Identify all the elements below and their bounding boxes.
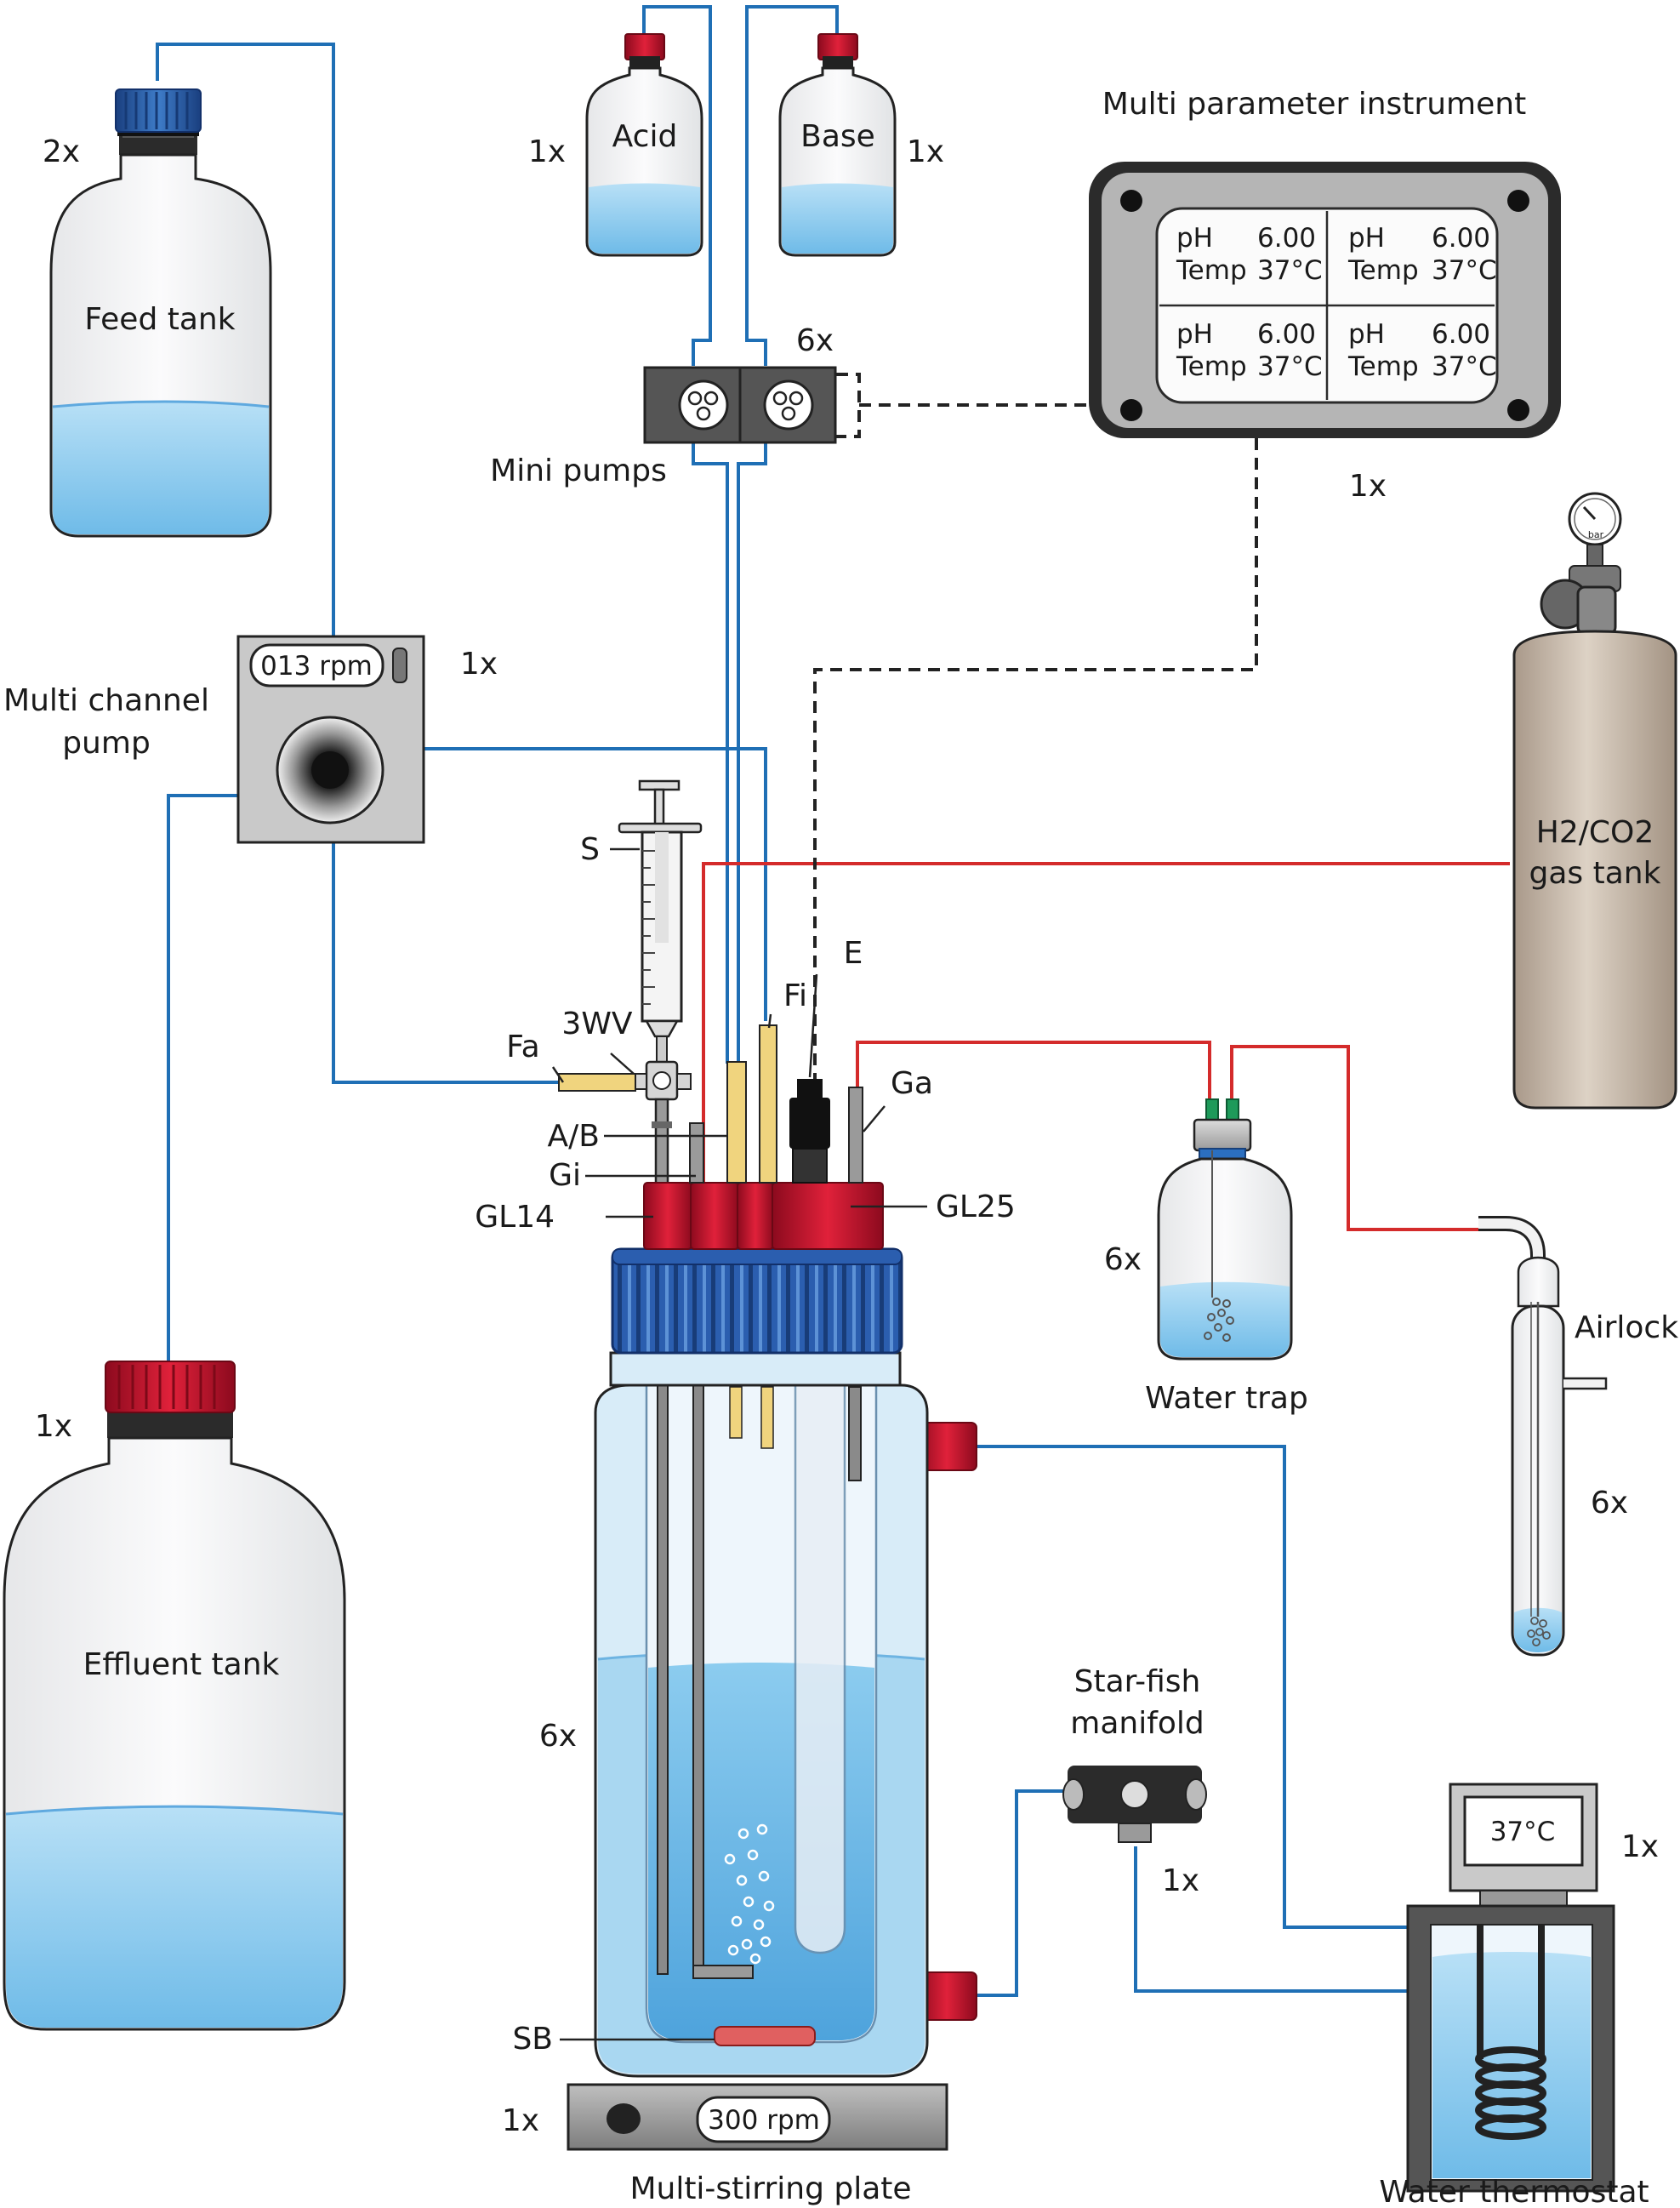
gas-tubing	[702, 862, 1510, 1231]
acid-base-label: A/B	[548, 1119, 600, 1154]
reactor-count: 6x	[539, 1719, 577, 1754]
gas-tank-label-line2: gas tank	[1529, 856, 1661, 891]
base-bottle	[778, 33, 897, 257]
stirring-display: 300 rpm	[708, 2105, 820, 2136]
water-trap	[1157, 1098, 1293, 1361]
gl14-label: GL14	[475, 1200, 555, 1235]
liquid-tubing	[156, 5, 1408, 1997]
multi-stirring-plate	[567, 2083, 948, 2151]
acid-bottle	[585, 33, 703, 257]
reactor	[594, 1024, 977, 2078]
callout-lines	[551, 847, 927, 2041]
temp-value: 37°C	[1257, 351, 1323, 382]
gl25-label: GL25	[936, 1190, 1016, 1224]
base-label: Base	[800, 119, 875, 154]
water-thermostat	[1406, 1783, 1615, 2193]
acid-count: 1x	[528, 134, 566, 169]
instrument-count: 1x	[1349, 469, 1387, 504]
pump-display: 013 rpm	[260, 651, 373, 682]
ph-value: 6.00	[1432, 319, 1490, 350]
stirring-plate-label: Multi-stirring plate	[629, 2171, 911, 2206]
multi-parameter-instrument	[1089, 162, 1561, 438]
effluent-tank-count: 1x	[35, 1409, 72, 1444]
feed-tank	[49, 88, 272, 538]
airlock	[1478, 1216, 1608, 1657]
ph-label: pH	[1348, 319, 1385, 350]
feed-in-label: Fi	[783, 978, 807, 1013]
signal-lines	[813, 373, 1258, 1081]
ph-label: pH	[1176, 319, 1213, 350]
effluent-tank-label: Effluent tank	[83, 1647, 280, 1682]
instrument-cell-2: pH 6.00 Temp 37°C	[1347, 223, 1497, 286]
three-way-valve	[632, 1060, 692, 1193]
pump-count: 1x	[460, 647, 498, 682]
starfish-label-line2: manifold	[1070, 1706, 1204, 1741]
temp-value: 37°C	[1432, 255, 1497, 286]
thermostat-display: 37°C	[1490, 1817, 1556, 1847]
feed-in-tube	[558, 1073, 636, 1092]
electrode-label: E	[844, 936, 863, 971]
mini-pumps-label: Mini pumps	[490, 454, 667, 488]
gauge-label: bar	[1588, 529, 1604, 540]
feed-tank-label: Feed tank	[84, 302, 235, 337]
temp-label: Temp	[1347, 255, 1419, 286]
mini-pumps-count: 6x	[796, 323, 834, 358]
multi-channel-pump	[236, 635, 425, 844]
ph-label: pH	[1176, 223, 1213, 254]
temp-value: 37°C	[1432, 351, 1497, 382]
starfish-manifold	[1062, 1766, 1207, 1843]
ph-label: pH	[1348, 223, 1385, 254]
temp-label: Temp	[1176, 351, 1247, 382]
ph-value: 6.00	[1432, 223, 1490, 254]
ph-value: 6.00	[1257, 319, 1316, 350]
feed-out-label: Fa	[506, 1030, 539, 1064]
base-count: 1x	[907, 134, 944, 169]
three-way-valve-label: 3WV	[561, 1007, 633, 1041]
gas-in-label: Gi	[549, 1158, 581, 1193]
water-trap-label: Water trap	[1145, 1381, 1308, 1416]
ph-value: 6.00	[1257, 223, 1316, 254]
instrument-cell-1: pH 6.00 Temp 37°C	[1176, 223, 1323, 286]
water-trap-count: 6x	[1104, 1242, 1142, 1277]
acid-label: Acid	[612, 119, 678, 154]
feed-tank-count: 2x	[43, 134, 80, 169]
airlock-count: 6x	[1591, 1486, 1628, 1520]
temp-value: 37°C	[1257, 255, 1323, 286]
thermostat-label: Water thermostat	[1379, 2175, 1649, 2208]
gas-tank-label-line1: H2/CO2	[1536, 815, 1654, 850]
temp-label: Temp	[1347, 351, 1419, 382]
pump-label-line1: Multi channel	[3, 683, 209, 718]
stir-bar-label: SB	[512, 2022, 553, 2057]
starfish-count: 1x	[1162, 1863, 1199, 1898]
instrument-title: Multi parameter instrument	[1102, 87, 1526, 122]
syringe-label: S	[580, 832, 600, 867]
effluent-tank	[3, 1361, 346, 2031]
syringe	[618, 779, 703, 1063]
instrument-cell-3: pH 6.00 Temp 37°C	[1176, 319, 1323, 382]
gas-tank	[1512, 492, 1677, 1110]
airlock-label: Airlock	[1575, 1310, 1678, 1345]
starfish-label-line1: Star-fish	[1074, 1664, 1201, 1699]
temp-label: Temp	[1176, 255, 1247, 286]
instrument-cell-4: pH 6.00 Temp 37°C	[1347, 319, 1497, 382]
mini-pumps	[643, 366, 837, 444]
thermostat-count: 1x	[1621, 1829, 1659, 1864]
stirring-count: 1x	[502, 2103, 539, 2138]
pump-label-line2: pump	[62, 726, 151, 761]
gas-out-label: Ga	[891, 1066, 933, 1101]
